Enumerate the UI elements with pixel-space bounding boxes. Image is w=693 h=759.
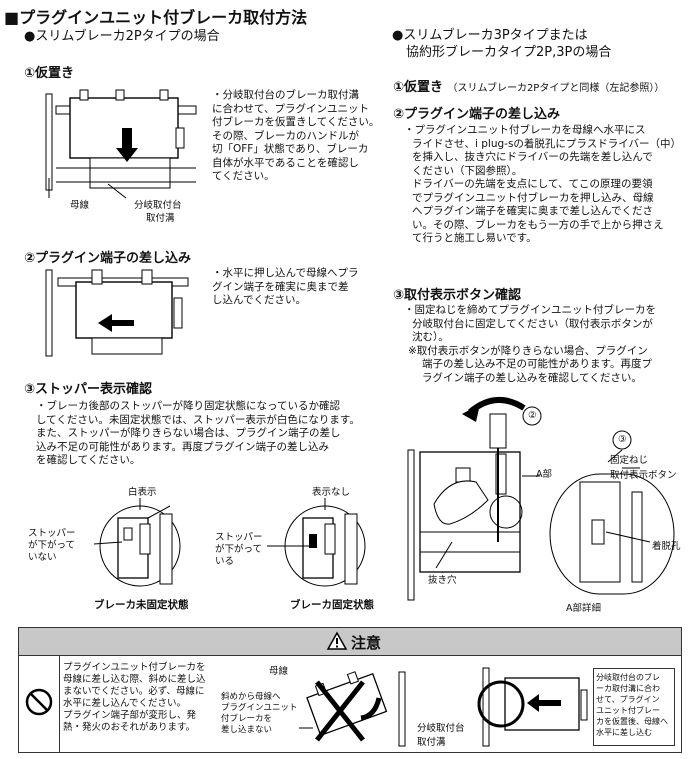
right-step2-text: ・プラグインユニット付ブレーカを母線へ水平にス ライドさせ、i plug-sの着… — [404, 124, 681, 244]
left-step2-text: ・水平に押し込んで母線へプラグイン端子を確実に奥まで差し込んでください。 — [212, 267, 359, 306]
left-step1-figure — [45, 89, 197, 199]
label-groove: 取付溝 — [146, 213, 175, 224]
label-hole: 着脱孔 — [652, 541, 681, 552]
prohibition-icon — [25, 688, 53, 716]
left-step3-text: ・ブレーカ後部のストッパーが降り固定状態になっているか確認してください。未固定状… — [36, 400, 360, 466]
right-install-figure — [407, 397, 675, 601]
left-step1-heading: ①仮置き — [24, 66, 75, 81]
caution-box: 注意 プラグインユニット付ブレーカを母線に差し込む際、斜めに差し込まないでくださ… — [18, 627, 682, 753]
fig-circle3: ③ — [618, 434, 627, 445]
right-fig-top-label: 表示なし — [312, 487, 351, 498]
right-step1-note: （スリムブレーカ2Pタイプと同様（左記参照）） — [447, 83, 665, 94]
caution-right-note-box: 分岐取付台のブレーカ取付溝に合わせて、プラグインユニット付ブレーカを仮置後、母線… — [593, 668, 675, 746]
warning-icon — [326, 631, 348, 650]
caution-oblique-label: 斜めから母線へプラグインユニット付ブレーカを差し込まない — [221, 692, 298, 735]
caution-label-base: 分岐取付台 — [417, 723, 465, 734]
left-step3-heading: ③ストッパー表示確認 — [24, 382, 153, 397]
caution-right-figure — [477, 667, 588, 747]
right-subtitle: ●スリムブレーカ3Pタイプまたは 協約形ブレーカタイプ2P,3Pの場合 — [392, 28, 612, 60]
left-stopper-figure — [93, 498, 181, 587]
right-fig-caption: ブレーカ固定状態 — [290, 599, 374, 611]
caution-right-note: 分岐取付台のブレーカ取付溝に合わせて、プラグインユニット付ブレーカを仮置後、母線… — [596, 673, 668, 737]
caution-label-bus: 母線 — [269, 666, 289, 677]
left-fig-top-label: 白表示 — [128, 487, 157, 498]
right-step1-heading: ①仮置き （スリムブレーカ2Pタイプと同様（左記参照）） — [393, 80, 665, 95]
left-step2-figure — [45, 269, 189, 357]
label-button: 取付表示ボタン — [610, 470, 677, 481]
left-step2-heading: ②プラグイン端子の差し込み — [24, 251, 192, 266]
left-fig-caption: ブレーカ未固定状態 — [94, 599, 189, 611]
caution-symbol-cell — [19, 656, 60, 752]
caution-title: 注意 — [351, 634, 382, 652]
caution-label-groove: 取付溝 — [417, 737, 446, 748]
label-screw: 固定ねじ — [610, 455, 649, 466]
right-fig-side-label: ストッパーが下がっている — [215, 532, 263, 567]
caution-wrong-figure — [299, 671, 406, 747]
label-base: 分岐取付台 — [134, 200, 182, 211]
right-step3-heading: ③取付表示ボタン確認 — [393, 288, 522, 303]
right-stopper-figure — [267, 498, 366, 587]
label-bus: 母線 — [70, 200, 90, 211]
fig-circle2: ② — [528, 410, 537, 421]
caution-header: 注意 — [19, 628, 681, 656]
label-pull-hole: 抜き穴 — [428, 575, 457, 586]
left-fig-side-label: ストッパーが下がっていない — [28, 528, 76, 563]
page-title: ■プラグインユニット付ブレーカ取付方法 — [4, 8, 308, 27]
left-step1-text: ・分岐取付台のブレーカ取付溝に合わせて、プラグインユニット付ブレーカを仮置きして… — [212, 89, 380, 182]
label-detail: A部詳細 — [566, 603, 601, 614]
right-step2-heading: ②プラグイン端子の差し込み — [393, 107, 561, 122]
right-step3-text: ・固定ねじを締めてプラグインユニット付ブレーカを 分岐取付台に固定してください（… — [404, 304, 656, 384]
caution-text: プラグインユニット付ブレーカを母線に差し込む際、斜めに差し込まないでください。必… — [63, 662, 206, 733]
left-subtitle: ●スリムブレーカ2Pタイプの場合 — [24, 29, 220, 44]
label-part-a: A部 — [536, 469, 552, 480]
